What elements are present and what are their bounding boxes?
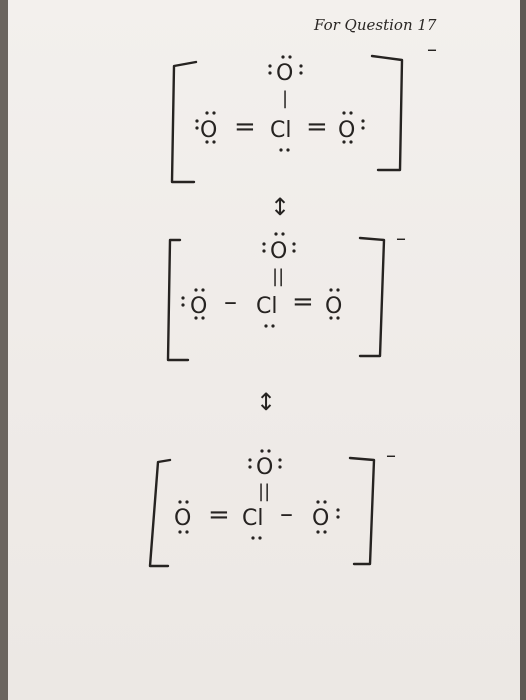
- caption: For Question 17: [313, 16, 437, 34]
- left-oxygen: O: [174, 506, 191, 531]
- center-chlorine: Cl: [242, 506, 263, 531]
- left-bond: =: [208, 500, 230, 530]
- left-bond: =: [234, 112, 256, 142]
- resonance-structure-2: – O || O – Cl = O: [166, 226, 406, 362]
- right-bond: =: [306, 112, 328, 142]
- top-bond: ||: [272, 266, 284, 287]
- right-bracket: [348, 456, 376, 566]
- left-bracket: [170, 60, 198, 184]
- resonance-arrow-1: ↕: [270, 193, 290, 221]
- right-oxygen: O: [338, 118, 355, 143]
- charge: –: [427, 37, 437, 61]
- left-oxygen: O: [190, 294, 207, 319]
- top-bond: |: [282, 88, 288, 109]
- paper-sheet: [8, 0, 520, 700]
- center-chlorine: Cl: [256, 294, 277, 319]
- right-bracket: [370, 54, 404, 172]
- right-bond: =: [292, 287, 314, 317]
- resonance-arrow-2: ↕: [256, 388, 276, 416]
- charge: –: [396, 226, 406, 250]
- left-bond: –: [224, 287, 237, 317]
- top-oxygen: O: [276, 61, 293, 86]
- left-bracket: [166, 238, 190, 362]
- resonance-structure-3: – O || O = Cl – O: [148, 443, 396, 568]
- top-oxygen: O: [270, 239, 287, 264]
- top-bond: ||: [258, 481, 270, 502]
- right-oxygen: O: [312, 506, 329, 531]
- charge: –: [386, 443, 396, 467]
- right-bond: –: [280, 499, 293, 529]
- left-bracket: [148, 458, 172, 568]
- resonance-structure-1: – O | O = Cl = O: [170, 37, 437, 184]
- right-oxygen: O: [325, 294, 342, 319]
- top-oxygen: O: [256, 455, 273, 480]
- right-bracket: [358, 236, 386, 358]
- center-chlorine: Cl: [270, 118, 291, 143]
- left-oxygen: O: [200, 118, 217, 143]
